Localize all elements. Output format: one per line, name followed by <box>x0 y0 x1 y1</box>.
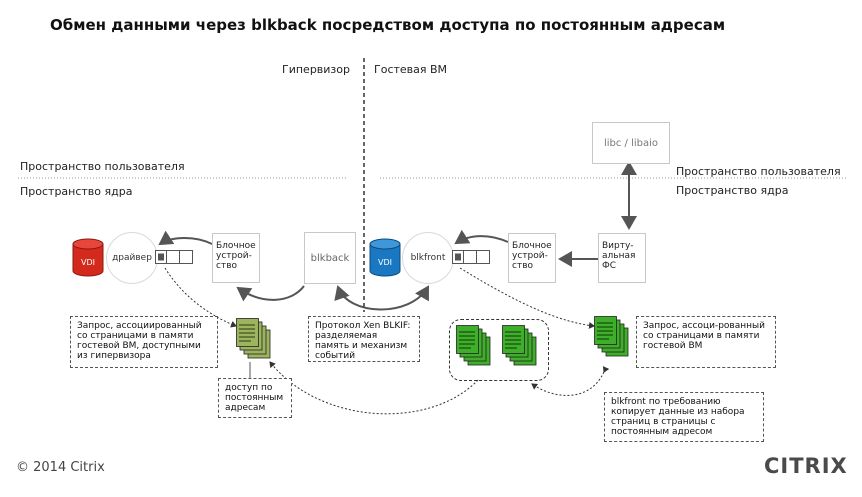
vdi-disk-right-icon: VDI <box>369 238 401 277</box>
copyright-text: © 2014 Citrix <box>16 460 105 475</box>
vdi-left-label: VDI <box>81 258 95 267</box>
guest-vm-label: Гостевая ВМ <box>374 63 448 76</box>
kernel-space-label-left: Пространство ядра <box>20 185 133 198</box>
note-xen-protocol: Протокол Xen BLKIF: разделяемая память и… <box>308 316 420 362</box>
blkfront-circle: blkfront <box>402 232 454 284</box>
libc-box: libc / libaio <box>592 122 670 164</box>
blkfront-label: blkfront <box>410 253 446 263</box>
hypervisor-label: Гипервизор <box>282 63 350 76</box>
note-blkfront-copy: blkfront по требованию копирует данные и… <box>604 392 764 442</box>
libc-label: libc / libaio <box>603 137 659 149</box>
block-device-left-box: Блочное устрой-ство <box>212 233 260 283</box>
persistent-pages-to-hyp-pages-dotted <box>269 361 479 415</box>
blkfront-queue-icon <box>452 250 490 264</box>
diagram-title: Обмен данными через blkback посредством … <box>50 16 726 34</box>
vfs-box: Вирту-альная ФС <box>598 233 646 283</box>
driver-to-pages-dotted <box>164 267 237 328</box>
persistent-pages-icon <box>456 325 537 366</box>
block-device-left-label: Блочное устрой-ство <box>216 241 256 271</box>
block-device-right-box: Блочное устрой-ство <box>508 233 556 283</box>
vfs-label: Вирту-альная ФС <box>602 241 636 271</box>
driver-circle: драйвер <box>106 232 158 284</box>
vdi-disk-left-icon: VDI <box>72 238 104 277</box>
persistent-pages-container <box>449 319 549 381</box>
block-device-right-label: Блочное устрой-ство <box>512 241 552 271</box>
guest-pages-icon <box>594 316 629 357</box>
kernel-space-label-right: Пространство ядра <box>676 184 789 197</box>
citrix-logo: CITRIX <box>764 454 848 478</box>
blockdev-to-driver-arrow <box>158 230 213 246</box>
note-persistent-access: доступ по постоянным адресам <box>218 378 292 418</box>
blkback-to-blockdev-arrow <box>236 285 305 302</box>
hypervisor-pages-icon <box>236 318 271 359</box>
note-request-guest: Запрос, ассоци-рованный со страницами в … <box>636 316 776 368</box>
blkback-box: blkback <box>304 232 356 284</box>
vdi-right-label: VDI <box>378 258 392 267</box>
note-request-hypervisor: Запрос, ассоциированный со страницами в … <box>70 316 218 368</box>
blkback-label: blkback <box>310 252 350 264</box>
blockdev-to-blkfront-arrow <box>454 229 509 245</box>
user-space-label-left: Пространство пользователя <box>20 160 185 173</box>
guest-pages-to-persistent-dotted <box>531 365 610 396</box>
driver-queue-icon <box>155 250 193 264</box>
driver-label: драйвер <box>112 253 152 263</box>
blkfront-blkback-arrow <box>334 285 430 311</box>
user-space-label-right: Пространство пользователя <box>676 165 841 178</box>
